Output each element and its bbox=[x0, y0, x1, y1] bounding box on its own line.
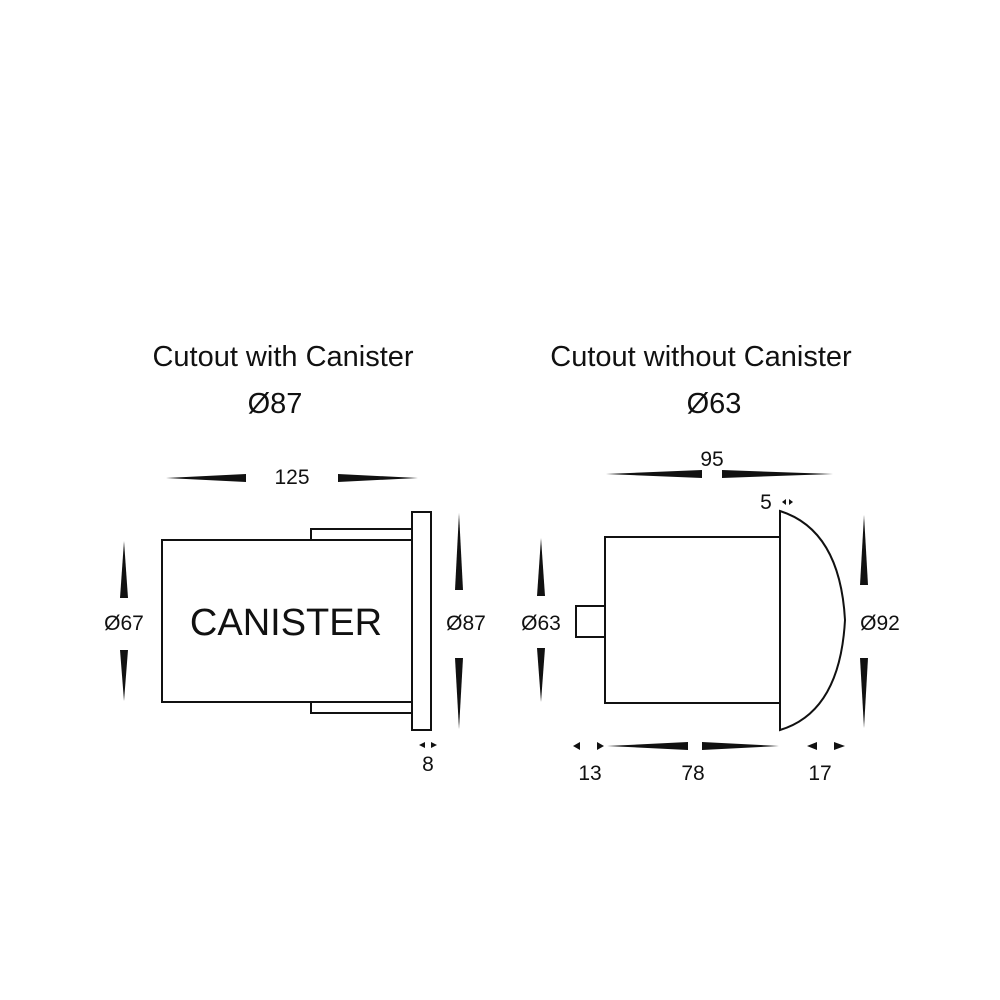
left-length-value: 125 bbox=[274, 466, 309, 489]
right-cutout-diameter: Ø63 bbox=[687, 388, 742, 420]
canister-flange bbox=[411, 511, 432, 731]
right-length-arrow-right bbox=[722, 470, 833, 478]
stub-arrow-left bbox=[573, 742, 580, 750]
right-offset-arrow-left bbox=[782, 499, 786, 505]
left-title: Cutout with Canister bbox=[152, 341, 413, 373]
left-view: Cutout with Canister Ø87 125 CANISTER Ø6… bbox=[104, 341, 486, 776]
dome-depth-arrow-right bbox=[834, 742, 845, 750]
left-flange-dia-arrow-bottom bbox=[455, 658, 463, 729]
dome-lens bbox=[779, 509, 847, 732]
canister-rail-bottom bbox=[310, 701, 413, 714]
right-title: Cutout without Canister bbox=[550, 341, 852, 373]
right-body-dia-arrow-top bbox=[537, 538, 545, 596]
left-flange-dia-arrow-top bbox=[455, 513, 463, 590]
left-body-dia-arrow-top bbox=[120, 541, 128, 598]
body-length-value: 78 bbox=[681, 762, 704, 785]
body-length-arrow-left bbox=[607, 742, 688, 750]
stub-arrow-right bbox=[597, 742, 604, 750]
right-dome-dia-arrow-bottom bbox=[860, 658, 868, 728]
right-body-dia-arrow-bottom bbox=[537, 648, 545, 702]
right-length-arrow-left bbox=[606, 470, 702, 478]
canister-rail-top bbox=[310, 528, 413, 541]
left-length-arrow-left bbox=[166, 474, 246, 482]
right-dome-dia-arrow-top bbox=[860, 515, 868, 585]
right-length-value: 95 bbox=[700, 448, 723, 471]
dome-depth-value: 17 bbox=[808, 762, 831, 785]
right-dome-offset: 5 bbox=[760, 491, 772, 514]
dome-depth-arrow-left bbox=[807, 742, 817, 750]
right-dome-diameter: Ø92 bbox=[860, 612, 900, 635]
stub bbox=[575, 605, 606, 638]
right-offset-arrow-right bbox=[789, 499, 793, 505]
left-thickness-arrow-left bbox=[419, 742, 425, 748]
left-flange-diameter: Ø87 bbox=[446, 612, 486, 635]
left-body-diameter: Ø67 bbox=[104, 612, 144, 635]
left-length-arrow-right bbox=[338, 474, 418, 482]
left-flange-thickness: 8 bbox=[422, 753, 434, 776]
left-cutout-diameter: Ø87 bbox=[248, 388, 303, 420]
left-thickness-arrow-right bbox=[431, 742, 437, 748]
right-view: Cutout without Canister Ø63 95 5 Ø63 Ø92… bbox=[521, 341, 900, 785]
stub-length-value: 13 bbox=[578, 762, 601, 785]
canister-body bbox=[161, 539, 413, 703]
canister-label: CANISTER bbox=[190, 602, 382, 644]
body-length-arrow-right bbox=[702, 742, 779, 750]
fitting-body bbox=[604, 536, 781, 704]
left-body-dia-arrow-bottom bbox=[120, 650, 128, 701]
right-body-diameter: Ø63 bbox=[521, 612, 561, 635]
